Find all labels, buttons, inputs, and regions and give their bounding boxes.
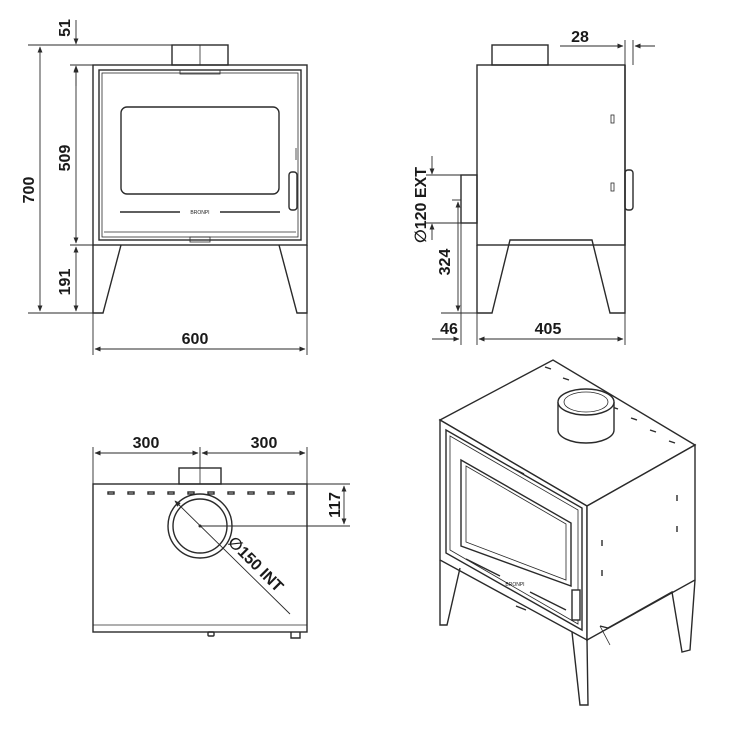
- dim-front-leg-height: 191: [57, 269, 74, 296]
- dim-top-right-half: 300: [251, 435, 278, 452]
- dim-front-total-height: 700: [21, 177, 38, 204]
- dim-side-flue-protrusion: 46: [440, 321, 458, 338]
- dim-side-flue-diameter: ∅120 EXT: [413, 167, 430, 243]
- iso-leg-rear-right: [599, 579, 696, 653]
- front-leg-left: [92, 244, 122, 314]
- iso-view: BRONPI: [438, 359, 697, 706]
- dim-side-top-offset: 28: [571, 29, 589, 46]
- iso-brand-logo: BRONPI: [505, 582, 524, 588]
- front-view: BRONPI 51 509 700 191 600: [21, 19, 308, 355]
- iso-glass-window: [460, 458, 572, 587]
- dim-top-flue-diameter: ∅150 INT: [224, 534, 286, 596]
- front-glass-window: [120, 106, 280, 195]
- dim-front-top-gap: 51: [57, 19, 74, 37]
- top-vent-slots: [107, 491, 295, 495]
- side-flue-collar: [491, 44, 549, 66]
- dim-side-flue-height: 324: [437, 249, 454, 276]
- dim-top-flue-offset: 117: [327, 492, 344, 518]
- dim-front-body-height: 509: [57, 145, 74, 172]
- front-leg-right: [278, 244, 308, 314]
- dim-top-left-half: 300: [133, 435, 160, 452]
- top-view: 300 300 117 ∅150 INT: [92, 435, 350, 639]
- side-stove-body: [476, 64, 626, 246]
- front-brand-logo: BRONPI: [190, 210, 209, 216]
- side-rear-flue: [460, 174, 478, 224]
- dim-front-width: 600: [182, 331, 209, 348]
- front-door-handle: [288, 171, 298, 211]
- top-stove-body: [92, 483, 308, 633]
- side-view: 28 ∅120 EXT 324 46 405: [413, 29, 655, 345]
- dim-side-depth: 405: [535, 321, 562, 338]
- front-stove-body: [92, 64, 308, 246]
- iso-leg-front-left: [439, 560, 461, 626]
- iso-leg-front-right: [571, 631, 589, 706]
- iso-door-frame: [445, 428, 583, 632]
- side-legs: [476, 239, 626, 314]
